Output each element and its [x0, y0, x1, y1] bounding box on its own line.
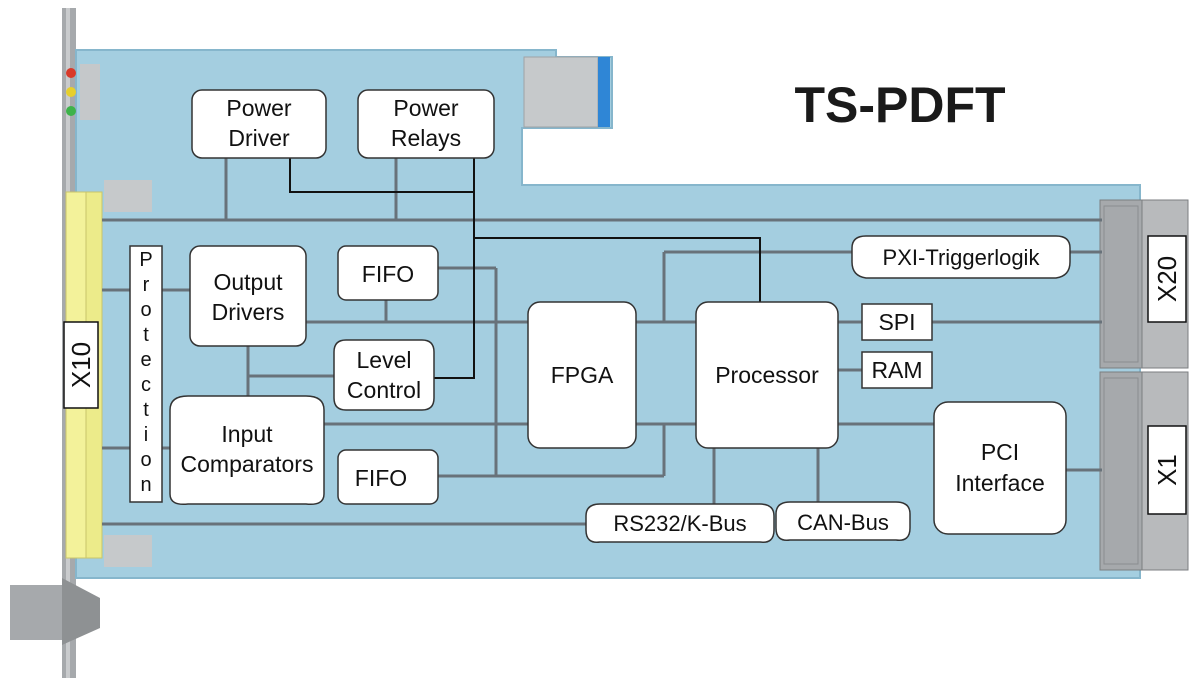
spi-block: SPI — [861, 303, 933, 341]
component-pad-top — [104, 180, 152, 212]
ram-label: RAM — [871, 357, 922, 383]
x1-label-group: X1 — [1147, 425, 1187, 515]
fifo-bottom-label: FIFO — [355, 465, 407, 491]
level-control-box — [333, 339, 435, 411]
bus-lines — [102, 158, 1102, 526]
rs232-kbus-label: RS232/K-Bus — [613, 511, 746, 536]
ram-block: RAM — [861, 351, 933, 389]
processor-block: Processor — [695, 301, 839, 449]
fpga-label: FPGA — [551, 362, 614, 388]
input-comparators-line1: Input — [221, 421, 273, 447]
protection-letter-8: i — [144, 424, 148, 446]
power-driver-line1: Power — [226, 95, 292, 121]
pxi-triggerlogik-block: PXI-Triggerlogik — [851, 235, 1071, 279]
x20-label-box — [1147, 235, 1187, 323]
board-title: TS-PDFT — [794, 77, 1005, 133]
front-panel-latch — [62, 578, 100, 645]
x1-label-box — [1147, 425, 1187, 515]
power-driver-block: Power Driver — [191, 89, 327, 159]
x10-label-group: X10 — [63, 321, 99, 409]
x20-housing-a — [1099, 199, 1143, 369]
x1-slot — [1103, 377, 1139, 565]
protection-letter-6: c — [141, 374, 151, 396]
rs232-kbus-block: RS232/K-Bus — [585, 503, 775, 543]
ctrl-power-driver-relays — [289, 158, 474, 193]
protection-letter-5: e — [140, 349, 151, 371]
protection-box — [129, 245, 163, 503]
fpga-block: FPGA — [527, 301, 637, 449]
protection-letter-4: t — [143, 324, 149, 346]
component-pad-bottom — [104, 535, 152, 567]
rs232-kbus-box — [585, 503, 775, 543]
led-green — [66, 106, 76, 116]
protection-letter-7: t — [143, 399, 149, 421]
ctrl-relays-processor — [474, 237, 761, 302]
can-bus-label: CAN-Bus — [797, 510, 889, 535]
fifo-bottom-block: FIFO — [337, 449, 439, 505]
led-housing — [80, 64, 100, 120]
power-relays-line1: Power — [393, 95, 459, 121]
fpga-box — [527, 301, 637, 449]
x1-housing-a — [1099, 371, 1143, 571]
protection-letter-9: o — [140, 449, 151, 471]
status-leds — [66, 64, 100, 120]
led-red — [66, 68, 76, 78]
input-comparators-line2: Comparators — [181, 451, 314, 477]
top-tab-blue-strip — [598, 57, 610, 127]
fifo-bottom-box — [337, 449, 439, 505]
protection-letter-2: r — [143, 274, 150, 296]
output-drivers-block: Output Drivers — [189, 245, 307, 347]
pci-interface-line2: Interface — [955, 470, 1045, 496]
protection-letter-10: n — [140, 474, 151, 496]
fifo-top-block: FIFO — [337, 245, 439, 301]
can-bus-block: CAN-Bus — [775, 501, 911, 541]
power-relays-box — [357, 89, 495, 159]
x10-label: X10 — [66, 342, 96, 388]
power-relays-block: Power Relays — [357, 89, 495, 159]
output-drivers-line1: Output — [213, 269, 283, 295]
level-control-block: Level Control — [333, 339, 435, 411]
output-drivers-line2: Drivers — [212, 299, 285, 325]
input-comparators-box — [169, 395, 325, 506]
pxi-triggerlogik-box — [851, 235, 1071, 279]
top-mechanical-tab — [523, 56, 599, 128]
front-panel-handle — [10, 585, 62, 640]
level-control-line2: Control — [347, 377, 421, 403]
ctrl-relays-level — [434, 158, 475, 379]
protection-block: P r o t e c t i o n — [129, 245, 163, 503]
x1-label: X1 — [1152, 454, 1182, 486]
processor-box — [695, 301, 839, 449]
output-drivers-box — [189, 245, 307, 347]
pci-interface-line1: PCI — [981, 439, 1019, 465]
x20-label: X20 — [1152, 256, 1182, 302]
protection-letter-1: P — [139, 249, 152, 271]
can-bus-box — [775, 501, 911, 541]
fifo-top-box — [337, 245, 439, 301]
power-driver-line2: Driver — [228, 125, 290, 151]
pci-interface-block: PCI Interface — [933, 401, 1067, 535]
x20-slot — [1103, 205, 1139, 363]
power-driver-box — [191, 89, 327, 159]
ram-box — [861, 351, 933, 389]
fifo-top-label: FIFO — [362, 261, 414, 287]
protection-letter-3: o — [140, 299, 151, 321]
pxi-triggerlogik-label: PXI-Triggerlogik — [883, 245, 1041, 270]
x20-label-group: X20 — [1147, 235, 1187, 323]
level-control-line1: Level — [357, 347, 412, 373]
pci-interface-box — [933, 401, 1067, 535]
control-lines — [289, 158, 761, 379]
processor-label: Processor — [715, 362, 819, 388]
input-comparators-block: Input Comparators — [169, 395, 325, 506]
spi-label: SPI — [878, 309, 915, 335]
power-relays-line2: Relays — [391, 125, 461, 151]
led-yellow — [66, 87, 76, 97]
spi-box — [861, 303, 933, 341]
x10-label-box — [63, 321, 99, 409]
